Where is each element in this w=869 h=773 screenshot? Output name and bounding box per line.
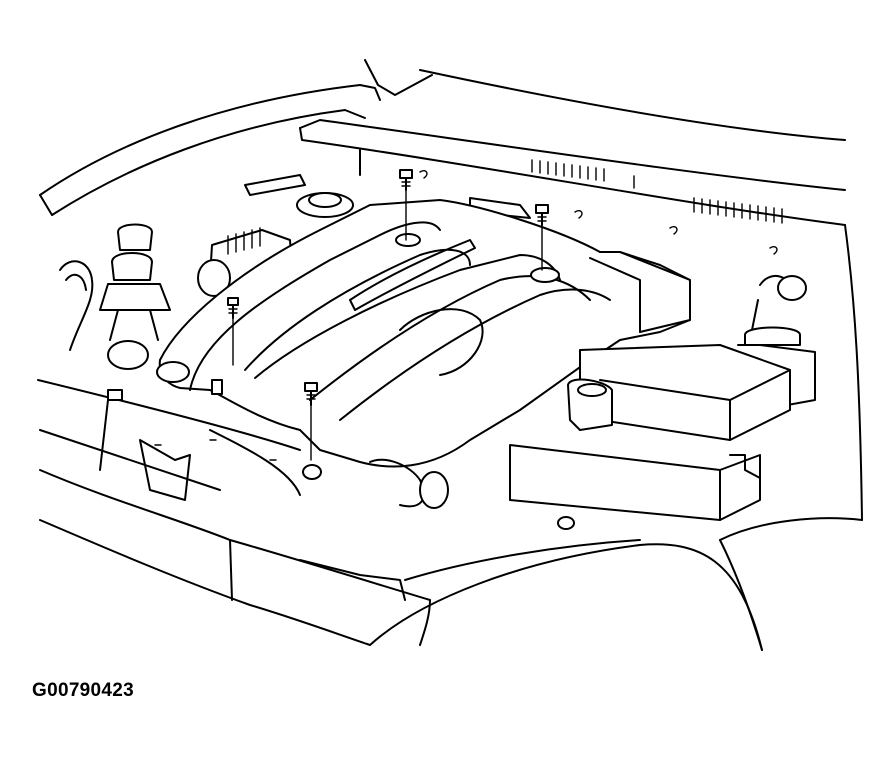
- cover-bolt-2: [535, 204, 549, 271]
- wheel-housing: [369, 543, 763, 651]
- cowl-panel: [299, 69, 846, 255]
- cover-bolt-1: [399, 169, 413, 241]
- cowl-vent-left: [531, 159, 635, 189]
- battery: [567, 344, 791, 441]
- figure-id-label: G00790423: [32, 680, 135, 701]
- brake-master-cylinder: [99, 223, 171, 370]
- engine-cover: [156, 199, 691, 509]
- coolant-reservoir: [737, 275, 816, 411]
- hood: [39, 59, 433, 216]
- cowl-vent-right: [693, 197, 783, 224]
- wiring-harness-left: [59, 260, 94, 351]
- front-body-panel: [37, 379, 641, 646]
- battery-tray: [509, 444, 761, 530]
- cover-bolt-3: [227, 297, 239, 366]
- front-brackets: [107, 379, 277, 461]
- cover-bolt-4: [302, 382, 322, 480]
- coolant-cap-left: [244, 174, 354, 218]
